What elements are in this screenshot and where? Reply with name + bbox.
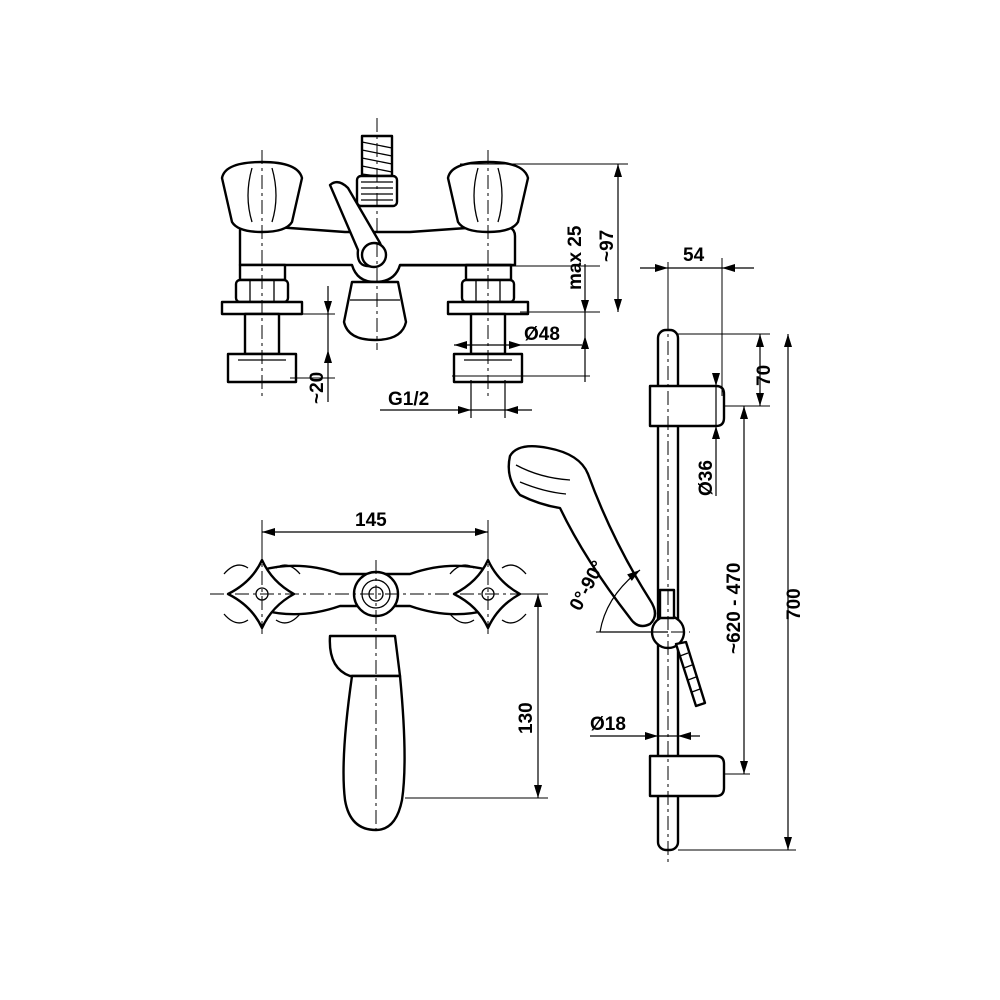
label-angle-0-90: 0°-90° — [566, 557, 610, 614]
lever-spout — [328, 634, 402, 678]
bath-mixer-front-view — [220, 118, 628, 418]
label-diameter-48: Ø48 — [524, 324, 560, 345]
lower-wall-bracket — [648, 754, 726, 798]
label-54: 54 — [683, 245, 705, 266]
right-connector — [446, 263, 530, 384]
label-145: 145 — [355, 510, 387, 531]
label-range-620-470: ~620 - 470 — [724, 563, 745, 654]
upper-wall-bracket — [648, 384, 726, 428]
hand-shower — [507, 445, 657, 628]
shower-hose — [674, 640, 707, 708]
label-approx-97: ~97 — [597, 230, 618, 262]
left-handle — [220, 160, 304, 234]
label-diameter-18: Ø18 — [590, 714, 626, 735]
spout — [342, 280, 408, 342]
label-max-25: max 25 — [565, 225, 586, 290]
lever-handle — [342, 674, 406, 832]
label-70: 70 — [754, 365, 775, 386]
label-approx-20: ~20 — [307, 372, 328, 404]
right-handle — [446, 160, 530, 234]
lever-mixer-view — [210, 520, 548, 834]
label-diameter-36: Ø36 — [696, 460, 717, 496]
slide-bar-view — [507, 258, 796, 862]
label-700: 700 — [784, 588, 805, 620]
label-130: 130 — [516, 702, 537, 734]
label-g12: G1/2 — [388, 389, 429, 410]
diverter-pivot — [360, 241, 388, 269]
